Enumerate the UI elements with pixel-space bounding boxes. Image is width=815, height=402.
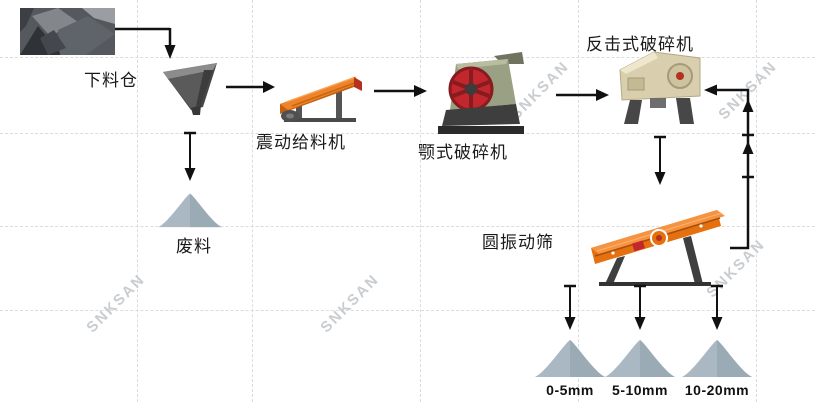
impact-crusher-label: 反击式破碎机 (586, 35, 694, 54)
raw-material-photo (20, 8, 115, 55)
product-pile-icon (604, 336, 676, 378)
vibrating-screen-icon (583, 196, 733, 288)
arrow-feeder-to-jaw-crusher (374, 84, 428, 98)
product-size-label: 0-5mm (546, 382, 594, 398)
grid-line (578, 0, 579, 402)
arrow-jaw-to-impact-crusher (556, 88, 610, 102)
arrow-photo-to-hopper (113, 24, 177, 60)
discharge-arrow-icon (181, 130, 199, 182)
product-pile-icon (681, 336, 753, 378)
jaw-crusher-icon (436, 52, 528, 137)
product-size-label: 5-10mm (612, 382, 668, 398)
up-arrow-icon (739, 98, 757, 138)
grid-line (137, 0, 138, 402)
discharge-arrow-icon (631, 283, 649, 331)
waste-label: 废料 (176, 237, 212, 256)
grid-line (756, 0, 757, 402)
hopper-label: 下料仓 (84, 71, 138, 90)
grid-line (0, 57, 815, 58)
hopper-icon (160, 57, 222, 119)
discharge-arrow-icon (561, 283, 579, 331)
discharge-arrow-icon (708, 283, 726, 331)
discharge-arrow-icon (651, 134, 669, 186)
grid-line (252, 0, 253, 402)
watermark: SNKSAN (83, 270, 149, 337)
feeder-label: 震动给料机 (256, 133, 346, 152)
screen-label: 圆振动筛 (482, 233, 554, 252)
impact-crusher-icon (614, 48, 706, 128)
arrow-hopper-to-feeder (226, 80, 276, 94)
product-pile-icon (534, 336, 606, 378)
grid-line (0, 133, 815, 134)
grid-line (0, 310, 815, 311)
watermark: SNKSAN (317, 270, 383, 337)
product-size-label: 10-20mm (684, 382, 750, 398)
waste-pile-icon (157, 190, 223, 228)
jaw-crusher-label: 颚式破碎机 (418, 143, 508, 162)
grid-line (0, 226, 815, 227)
grid-line (420, 0, 421, 402)
up-arrow-icon (739, 140, 757, 180)
vibrating-feeder-icon (272, 60, 367, 125)
